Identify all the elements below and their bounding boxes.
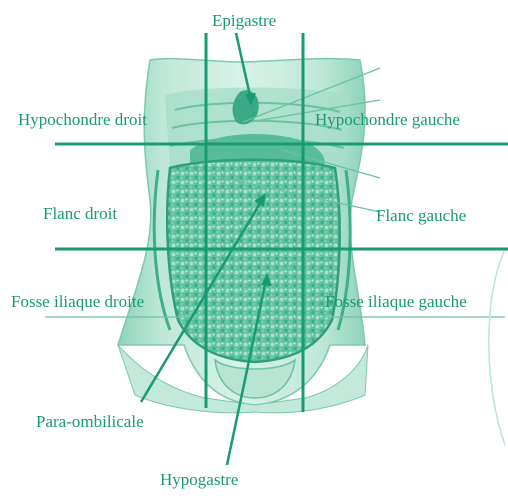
intestines	[167, 160, 340, 362]
label-flanc-gauche: Flanc gauche	[376, 206, 466, 226]
label-fosse-iliaque-gauche: Fosse iliaque gauche	[325, 292, 467, 312]
label-para-ombilicale: Para-ombilicale	[36, 412, 144, 432]
label-fosse-iliaque-droite: Fosse iliaque droite	[11, 292, 144, 312]
label-hypogastre: Hypogastre	[160, 470, 238, 490]
label-hypochondre-droit: Hypochondre droit	[18, 110, 147, 130]
label-flanc-droit: Flanc droit	[43, 204, 117, 224]
label-epigastre: Epigastre	[212, 11, 276, 31]
label-hypochondre-gauche: Hypochondre gauche	[315, 110, 460, 130]
edge-arc	[489, 250, 505, 445]
